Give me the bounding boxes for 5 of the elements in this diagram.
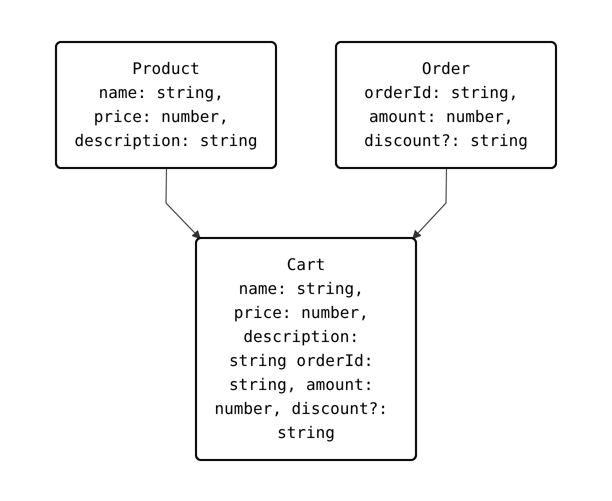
node-text: Cart name: string, price: number, description: string orderId: string, amount: number, discount?: string bbox=[214, 254, 388, 442]
arrow bbox=[412, 168, 447, 239]
arrow bbox=[166, 168, 201, 239]
node-text: Order orderId: string, amount: number, discount?: string bbox=[364, 58, 528, 150]
node-text: Product name: string, price: number, description: string bbox=[74, 58, 258, 150]
